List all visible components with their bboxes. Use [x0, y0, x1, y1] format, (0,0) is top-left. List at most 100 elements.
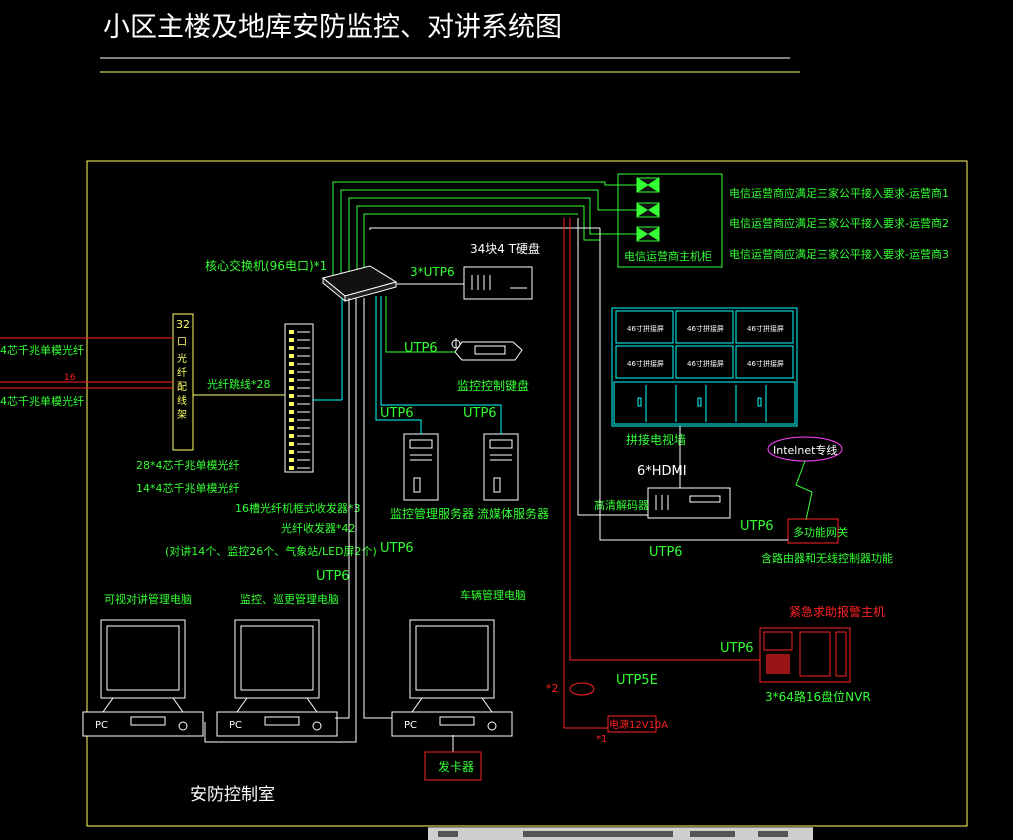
scroll-segment [690, 831, 735, 837]
monitoring-server [403, 433, 439, 501]
pc-1-title: 可视对讲管理电脑 [104, 592, 192, 606]
pc-links [204, 298, 392, 743]
operator-note-3: 电信运营商应满足三家公平接入要求-运营商3 [729, 247, 949, 261]
odf-char-6: 线 [177, 394, 187, 407]
rack-port [289, 346, 294, 350]
rack-port [289, 466, 294, 470]
video-wall-screen-label: 46寸拼接屏 [687, 324, 724, 333]
video-wall-screen [675, 310, 734, 344]
transceiver-note-1: 16槽光纤机框式收发器*3 [235, 501, 361, 515]
video-wall-label: 拼接电视墙 [626, 432, 686, 447]
pc-2-title: 监控、巡更管理电脑 [240, 592, 339, 606]
diagram-title: 小区主楼及地库安防监控、对讲系统图 [103, 12, 562, 43]
management-computer: PC [82, 619, 204, 737]
gateway-note: 含路由器和无线控制器功能 [761, 551, 893, 565]
pc-3-title: 车辆管理电脑 [460, 588, 526, 602]
operator-cabinet [617, 173, 723, 268]
power-mult-2: *2 [546, 682, 559, 695]
internet-link [795, 460, 813, 521]
multifunction-gateway [787, 518, 839, 544]
gateway-label: 多功能网关 [793, 525, 848, 539]
rack-port [289, 378, 294, 382]
rack-port [289, 442, 294, 446]
management-computer: PC [216, 619, 338, 737]
odf-char-5: 配 [177, 381, 187, 393]
video-wall-cabinet-doors [637, 385, 767, 422]
decoder-details [655, 495, 721, 510]
card-issuer [424, 751, 482, 781]
alarm-title: 紧急求助报警主机 [789, 604, 885, 619]
video-wall-screen-label: 46寸拼接屏 [747, 359, 784, 368]
alarm-link [569, 218, 760, 661]
keyboard-label: 监控控制键盘 [457, 378, 529, 393]
left-fiber-label-1: 4芯千兆单模光纤 [0, 343, 84, 357]
keyboard-link [385, 296, 455, 353]
rack-port [289, 410, 294, 414]
management-computer: PC [391, 619, 513, 737]
alarm-link-label: UTP6 [720, 641, 754, 656]
bus-utp-label-1: UTP6 [380, 541, 414, 556]
rack-port [289, 394, 294, 398]
transceiver-note-2: 光纤收发器*42 [281, 521, 356, 535]
decoder-link [577, 218, 648, 516]
hd-decoder [647, 487, 731, 519]
operator-note-2: 电信运营商应满足三家公平接入要求-运营商2 [729, 216, 949, 230]
nvr-label: 3*64路16盘位NVR [765, 689, 871, 704]
power-link [563, 218, 608, 729]
operator-equipment-3 [636, 226, 660, 242]
core-switch [321, 265, 398, 303]
control-room-frame [86, 160, 968, 827]
left-fiber-label-2: 4芯千兆单模光纤 [0, 394, 84, 408]
rack-port [289, 458, 294, 462]
rack-port [289, 426, 294, 430]
scroll-segment [438, 831, 458, 837]
video-wall-screen-label: 46寸拼接屏 [687, 359, 724, 368]
uplink-bundle [332, 181, 637, 275]
power-supply [607, 715, 657, 733]
streaming-server [483, 433, 519, 501]
storage-disk-label: 34块4 T硬盘 [470, 241, 540, 256]
transceiver-note-3: (对讲14个、监控26个、气象站/LED屏2个) [165, 544, 377, 558]
video-wall-cabinet [613, 381, 796, 425]
rack-port [289, 362, 294, 366]
operator-equipment-1 [636, 177, 660, 193]
rack-port [289, 338, 294, 342]
patch-cord-label: 光纤跳线*28 [207, 377, 271, 391]
server-1-link-label: UTP6 [380, 406, 414, 421]
decoder-label: 高清解码器 [594, 498, 649, 512]
video-wall-screen-label: 46寸拼接屏 [747, 324, 784, 333]
operator-note-1: 电信运营商应满足三家公平接入要求-运营商1 [729, 186, 949, 200]
rack-port [289, 370, 294, 374]
power-mult-1: *1 [596, 734, 607, 745]
power-utp-label: UTP5E [616, 673, 658, 688]
server-2-link [380, 296, 502, 434]
hdmi-label: 6*HDMI [637, 464, 687, 479]
power-supply-label: 电源12V10A [609, 718, 668, 731]
bus-line-top [369, 227, 600, 230]
operator-equipment-2 [636, 202, 660, 218]
scroll-thumb[interactable] [523, 831, 673, 837]
server-2-link-label: UTP6 [463, 406, 497, 421]
storage-array [463, 266, 533, 300]
rack-port [289, 418, 294, 422]
internet-line-label: Intelnet专线 [773, 443, 837, 457]
video-wall-screen [615, 310, 674, 344]
storage-slots [471, 275, 527, 290]
bottom-scrollbar[interactable] [428, 827, 813, 840]
server-2-label: 流媒体服务器 [477, 506, 549, 521]
rack-port [289, 402, 294, 406]
pc-label: PC [229, 720, 242, 731]
rack-port [289, 386, 294, 390]
rack-port [289, 450, 294, 454]
card-issuer-label: 发卡器 [438, 759, 474, 774]
odf-char-1: 32 [176, 318, 190, 331]
video-wall-screen [735, 345, 794, 379]
odf-char-3: 光 [177, 352, 187, 365]
transceiver-rack-rows [289, 330, 310, 470]
odf-cable-note-2: 14*4芯千兆单模光纤 [136, 481, 240, 495]
server-1-link [375, 296, 422, 434]
control-keyboard [451, 338, 523, 361]
pc-label: PC [404, 720, 417, 731]
pc-label: PC [95, 720, 108, 731]
